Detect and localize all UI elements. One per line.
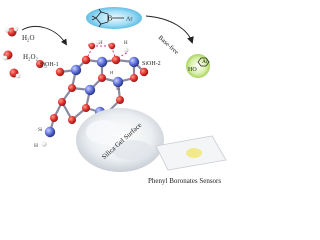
siloh-1-label: SiOH-1 — [40, 62, 59, 68]
ho-label: HO — [188, 67, 197, 73]
ar-boronate-label: Ar — [126, 17, 132, 23]
hydrogen-peroxide-label: H₂O₂ — [23, 53, 39, 61]
pinacol-boronate-icon — [91, 8, 124, 28]
oxygen-atoms — [50, 42, 149, 124]
atom-si1-label: Si — [38, 127, 43, 133]
sensors-label: Phenyl Boronates Sensors — [148, 177, 221, 185]
water-molecule-icon — [2, 26, 48, 79]
hydrogen-atoms — [41, 39, 129, 147]
atom-h1-label: H — [99, 41, 103, 46]
siloh-2-label: SiOH-2 — [142, 61, 161, 67]
atom-h3-label: H — [34, 143, 38, 149]
curved-arrow-icon — [145, 15, 194, 44]
atom-si2-label: Si — [116, 86, 121, 91]
phenol-product: Ar HO — [186, 54, 210, 78]
atom-h4-label: H — [110, 70, 114, 75]
curved-arrow-icon — [21, 26, 67, 46]
sensor-film-icon — [155, 135, 227, 171]
boronate-reagent: B Ar — [86, 7, 142, 29]
boron-label: B — [108, 15, 113, 23]
silica-powder-icon — [76, 108, 164, 172]
phenol-icon — [197, 57, 210, 67]
reaction-scheme: B Ar Base-free Ar HO H₂O H₂O₂ — [2, 7, 227, 185]
water-label: H₂O — [22, 34, 35, 42]
base-free-label: Base-free — [157, 34, 180, 56]
atom-h2-label: H — [124, 41, 128, 46]
ar-phenol-label: Ar — [202, 59, 208, 65]
hydrogen-bond-lines — [85, 45, 129, 61]
